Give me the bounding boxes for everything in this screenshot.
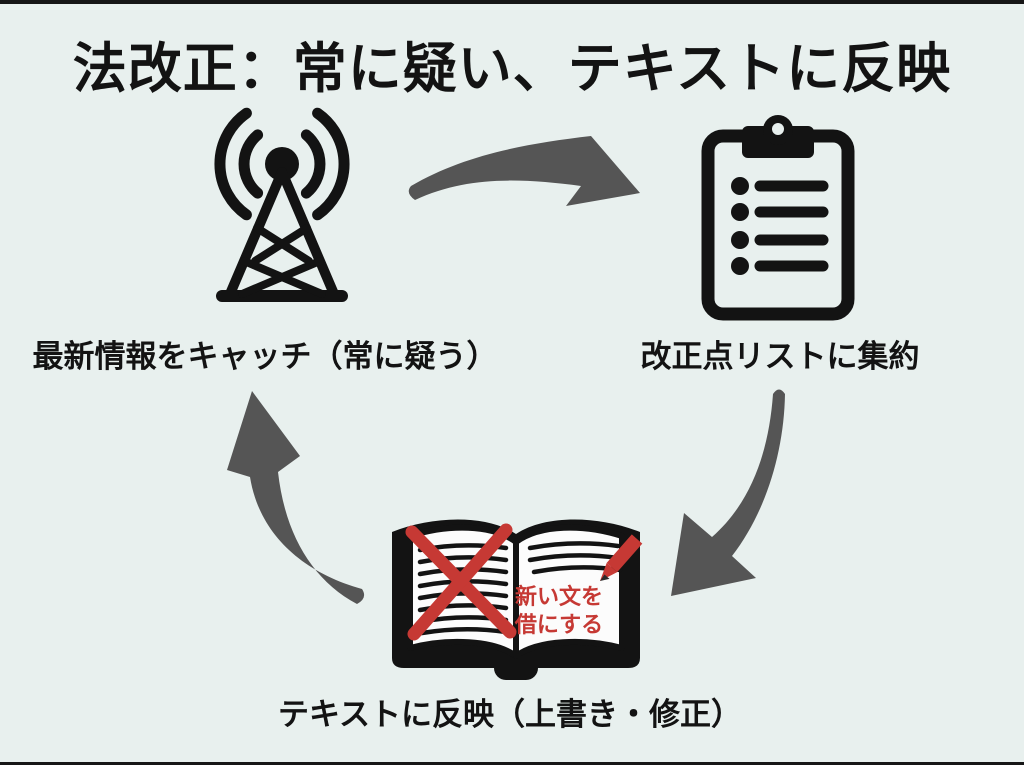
red-cross-icon: [405, 523, 517, 641]
page-title: 法改正：常に疑い、テキストに反映: [72, 39, 952, 99]
arrow-catch-to-list: [408, 136, 640, 206]
checklist-rows: [731, 177, 829, 275]
step-label-catch: 最新情報をキャッチ（常に疑う）: [32, 339, 498, 374]
book-note-line2: 借にする: [514, 612, 603, 637]
radio-tower-icon: [214, 107, 350, 302]
red-pencil-icon: [600, 534, 643, 581]
arrow-reflect-to-catch: [227, 391, 365, 604]
step-label-list: 改正点リストに集約: [640, 339, 920, 374]
clipboard-list-icon: [701, 115, 855, 321]
arrow-list-to-reflect: [671, 389, 785, 596]
book-note-line1: 新い文を: [515, 584, 603, 609]
top-edge-bar: [0, 0, 1024, 4]
open-book-icon: 新い文を 借にする: [392, 519, 643, 680]
step-label-reflect: テキストに反映（上書き・修正）: [277, 697, 743, 732]
bottom-edge-bar: [0, 762, 1024, 765]
